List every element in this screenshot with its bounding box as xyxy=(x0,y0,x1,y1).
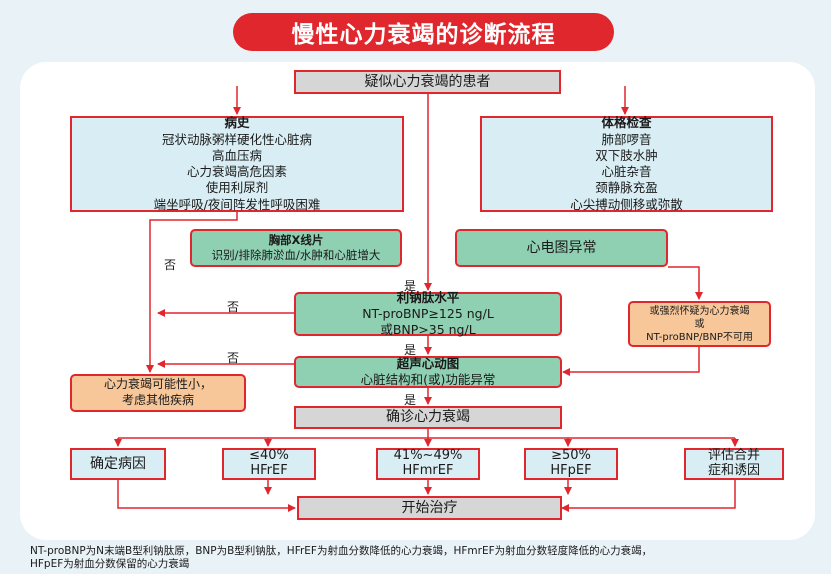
yes-label: 是 xyxy=(404,343,417,357)
yes-label: 是 xyxy=(404,279,417,293)
xray-text: 识别/排除肺淤血/水肿和心脏增大 xyxy=(211,248,381,262)
exam-node: 体格检查 肺部啰音 双下肢水肿 心脏杂音 颈静脉充盈 心尖搏动侧移或弥散 xyxy=(480,115,773,212)
treat-label: 开始治疗 xyxy=(401,499,458,516)
hfpef-node: ≥50% HFpEF xyxy=(524,448,618,480)
history-item: 高血压病 xyxy=(211,147,262,163)
suspect-label: 疑似心力衰竭的患者 xyxy=(364,73,491,90)
exam-item: 颈静脉充盈 xyxy=(595,180,658,196)
echo-title: 超声心动图 xyxy=(396,355,460,371)
history-item: 心力衰竭高危因素 xyxy=(186,164,287,179)
treat-node: 开始治疗 xyxy=(297,496,562,520)
exam-title: 体格检查 xyxy=(601,115,652,131)
hfmref-node: 41%~49% HFmrEF xyxy=(376,448,480,480)
hfmref-name: HFmrEF xyxy=(402,463,454,478)
no-label: 否 xyxy=(227,351,240,365)
bnp-line1: NT-proBNP≥125 ng/L xyxy=(362,305,494,321)
footnote: NT-proBNP为N末端B型利钠肽原，BNP为B型利钠肽，HFrEF为射血分数… xyxy=(30,545,810,571)
hfref-name: HFrEF xyxy=(250,463,288,478)
exam-item: 心尖搏动侧移或弥散 xyxy=(570,196,683,212)
exam-item: 心脏杂音 xyxy=(601,164,652,179)
cause-node: 确定病因 xyxy=(70,448,166,480)
history-item: 冠状动脉粥样硬化性心脏病 xyxy=(161,131,312,147)
exam-item: 肺部啰音 xyxy=(601,131,652,147)
hfref-node: ≤40% HFrEF xyxy=(222,448,316,480)
hfref-range: ≤40% xyxy=(249,448,289,464)
eval-line2: 症和诱因 xyxy=(707,463,760,478)
footnote-line1: NT-proBNP为N末端B型利钠肽原，BNP为B型利钠肽，HFrEF为射血分数… xyxy=(30,545,653,557)
unlikely-line2: 考虑其他疾病 xyxy=(121,393,194,407)
xray-node: 胸部X线片 识别/排除肺淤血/水肿和心脏增大 xyxy=(190,229,402,267)
exam-item: 双下肢水肿 xyxy=(595,147,658,163)
bnp-node: 利钠肽水平 NT-proBNP≥125 ng/L 或BNP>35 ng/L xyxy=(294,289,562,338)
strong-suspicion-node: 或强烈怀疑为心力衰竭 或 NT-proBNP/BNP不可用 xyxy=(628,301,771,347)
eval-line1: 评估合并 xyxy=(707,448,760,464)
cause-label: 确定病因 xyxy=(90,455,146,472)
no-label: 否 xyxy=(227,300,240,314)
bnp-line2: 或BNP>35 ng/L xyxy=(380,322,476,338)
strong-line2: 或 xyxy=(694,318,705,330)
suspect-node: 疑似心力衰竭的患者 xyxy=(294,70,561,94)
unlikely-node: 心力衰竭可能性小， 考虑其他疾病 xyxy=(70,374,246,412)
confirm-label: 确诊心力衰竭 xyxy=(386,409,470,426)
page-title: 慢性心力衰竭的诊断流程 xyxy=(233,13,614,51)
yes-label: 是 xyxy=(404,393,417,407)
ecg-label: 心电图异常 xyxy=(526,239,597,256)
xray-title: 胸部X线片 xyxy=(268,233,324,248)
hfpef-name: HFpEF xyxy=(550,463,592,478)
echo-node: 超声心动图 心脏结构和(或)功能异常 xyxy=(294,356,562,388)
bnp-title: 利钠肽水平 xyxy=(396,289,460,305)
unlikely-line1: 心力衰竭可能性小， xyxy=(103,377,212,392)
strong-line1: 或强烈怀疑为心力衰竭 xyxy=(649,305,750,317)
eval-node: 评估合并 症和诱因 xyxy=(684,448,784,480)
history-node: 病史 冠状动脉粥样硬化性心脏病 高血压病 心力衰竭高危因素 使用利尿剂 端坐呼吸… xyxy=(70,115,404,212)
history-item: 端坐呼吸/夜间阵发性呼吸困难 xyxy=(153,196,321,212)
no-label: 否 xyxy=(164,258,177,272)
ecg-node: 心电图异常 xyxy=(455,229,668,267)
history-item: 使用利尿剂 xyxy=(205,180,269,196)
confirm-node: 确诊心力衰竭 xyxy=(294,406,562,429)
history-title: 病史 xyxy=(224,115,250,131)
hfmref-range: 41%~49% xyxy=(393,448,463,464)
echo-text: 心脏结构和(或)功能异常 xyxy=(360,372,496,387)
footnote-line2: HFpEF为射血分数保留的心力衰竭 xyxy=(30,558,190,570)
hfpef-range: ≥50% xyxy=(551,448,591,464)
strong-line3: NT-proBNP/BNP不可用 xyxy=(646,331,753,343)
